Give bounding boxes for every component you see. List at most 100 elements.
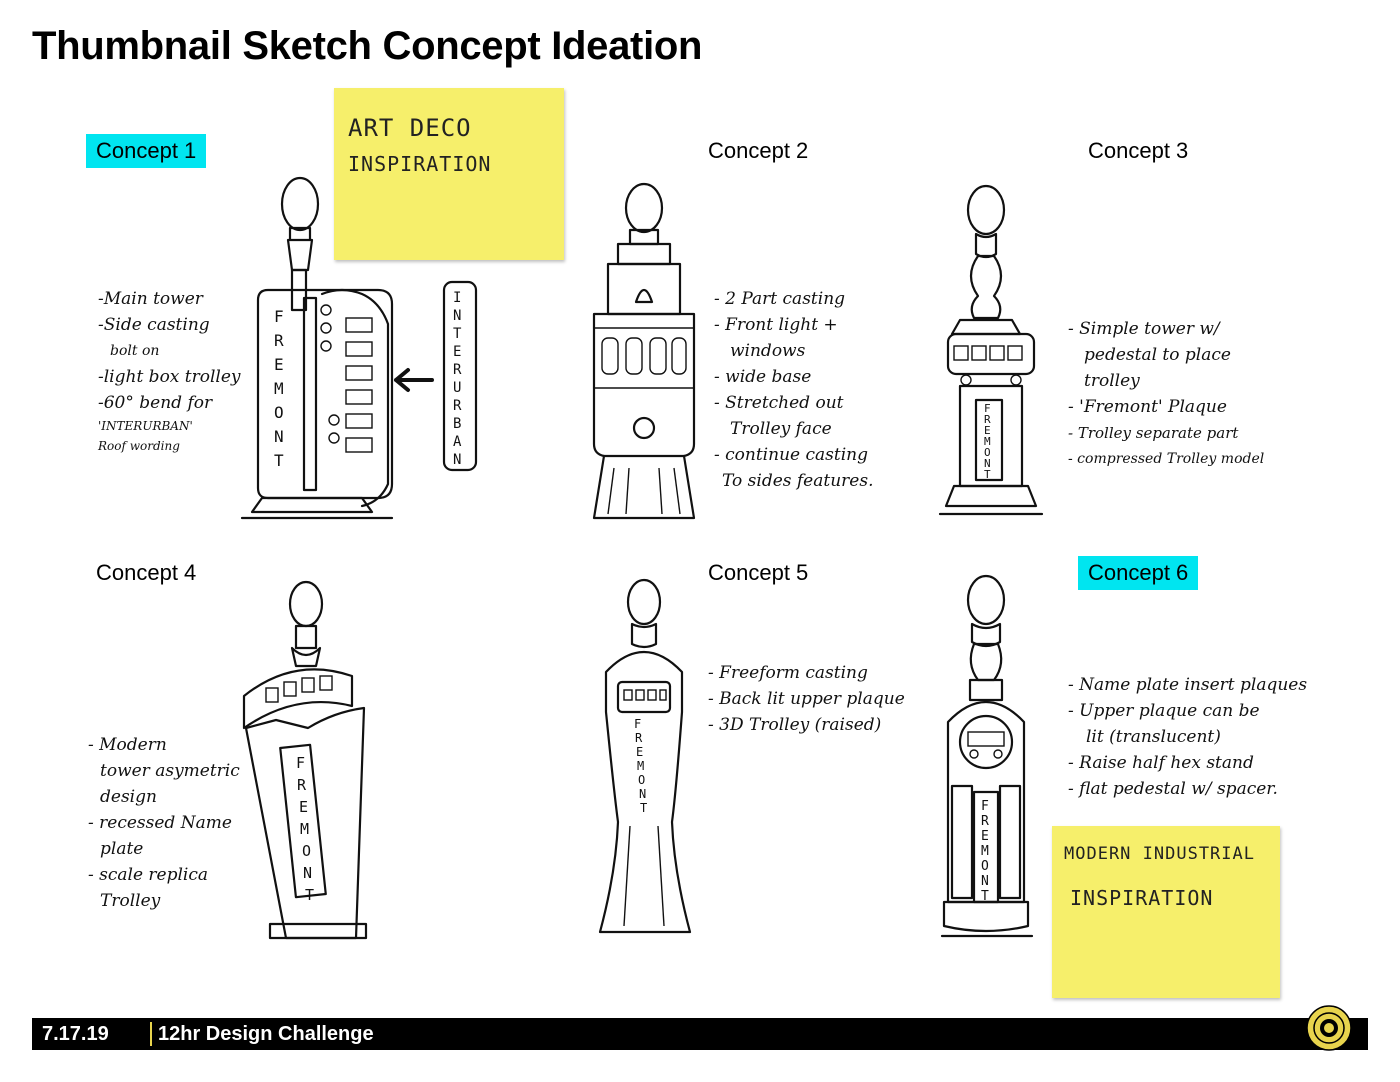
- fremont-letter: O: [638, 773, 645, 787]
- fremont-letter: F: [296, 754, 305, 772]
- interurban-letter: A: [453, 434, 462, 450]
- fremont-letter: R: [981, 814, 989, 829]
- fremont-letter: T: [984, 468, 991, 481]
- concept-3-label: Concept 3: [1088, 138, 1189, 163]
- fremont-letter: R: [274, 331, 284, 350]
- fremont-letter: R: [984, 413, 991, 426]
- note-item: tower asymetric: [100, 761, 240, 781]
- note-item: - 3D Trolley (raised): [708, 715, 882, 735]
- footer-separator: [150, 1022, 152, 1046]
- concept-2-notes: - 2 Part casting - Front light + windows…: [714, 286, 873, 494]
- concept-1-notes: -Main tower -Side casting bolt on -light…: [98, 286, 241, 456]
- fremont-letter: O: [274, 403, 284, 422]
- fremont-letter: N: [984, 457, 991, 470]
- note-item: - scale replica: [88, 865, 209, 885]
- note-item: To sides features.: [722, 471, 874, 491]
- note-item: - wide base: [714, 367, 812, 387]
- fremont-letter: E: [299, 798, 308, 816]
- concept-2-sketch: [592, 182, 696, 520]
- fremont-letter: F: [634, 717, 641, 731]
- fremont-letter: N: [639, 787, 646, 801]
- fremont-letter: E: [274, 355, 284, 374]
- note-item: - Modern: [88, 735, 167, 755]
- concept-4-sketch: F R E M O N T: [242, 580, 368, 940]
- note-item: windows: [730, 341, 806, 361]
- fremont-letter: E: [984, 424, 991, 437]
- fremont-letter: F: [274, 307, 284, 326]
- note-item: Trolley face: [730, 419, 832, 439]
- fremont-letter: M: [984, 435, 991, 448]
- note-item: - Front light +: [714, 315, 838, 335]
- interurban-letter: T: [453, 326, 462, 342]
- note-item: trolley: [1084, 371, 1140, 391]
- note-item: - Raise half hex stand: [1068, 753, 1254, 773]
- interurban-letter: N: [453, 452, 461, 468]
- fremont-letter: T: [981, 889, 989, 904]
- concept-5-notes: - Freeform casting - Back lit upper plaq…: [708, 660, 905, 738]
- note-item: - Stretched out: [714, 393, 844, 413]
- fremont-letter: N: [303, 864, 312, 882]
- footer-date: 7.17.19: [42, 1023, 109, 1045]
- concept-4-notes: - Modern tower asymetric design - recess…: [88, 732, 240, 914]
- note-item: - Freeform casting: [708, 663, 868, 683]
- concept-6-notes: - Name plate insert plaques - Upper plaq…: [1068, 672, 1307, 802]
- note-item: pedestal to place: [1084, 345, 1231, 365]
- fremont-letter: O: [981, 859, 989, 874]
- note-item: - flat pedestal w/ spacer.: [1068, 779, 1278, 799]
- fremont-letter: E: [981, 829, 989, 844]
- note-item: - compressed Trolley model: [1068, 451, 1265, 467]
- fremont-letter: T: [305, 886, 314, 904]
- concept-5-label: Concept 5: [708, 560, 809, 585]
- sticky-modern-line-1: MODERN INDUSTRIAL: [1064, 844, 1255, 864]
- note-item: design: [100, 787, 157, 807]
- fremont-letter: E: [636, 745, 643, 759]
- fremont-letter: M: [300, 820, 309, 838]
- interurban-letter: U: [453, 380, 461, 396]
- concept-3-notes: - Simple tower w/ pedestal to place trol…: [1068, 316, 1264, 472]
- note-item: - 2 Part casting: [714, 289, 846, 309]
- fremont-letter: O: [302, 842, 311, 860]
- sticky-art-deco-line-2: INSPIRATION: [348, 152, 492, 176]
- note-item: -60° bend for: [98, 393, 213, 413]
- note-item: - Name plate insert plaques: [1068, 675, 1308, 695]
- sticky-modern-line-2: INSPIRATION: [1070, 886, 1214, 910]
- footer-event-title: 12hr Design Challenge: [158, 1023, 374, 1045]
- interurban-letter: I: [453, 290, 461, 306]
- concept-6-sketch: F R E M O N T: [940, 574, 1034, 938]
- interurban-letter: R: [453, 398, 462, 414]
- note-item: -Side casting: [98, 315, 210, 335]
- logo-badge-icon: [1306, 1005, 1352, 1051]
- interurban-letter: E: [453, 344, 461, 360]
- interurban-letter: R: [453, 362, 462, 378]
- note-item: Roof wording: [98, 439, 180, 453]
- concept-5-sketch: F R E M O N T: [598, 578, 692, 934]
- fremont-letter: T: [274, 451, 284, 470]
- fremont-letter: F: [984, 402, 991, 415]
- note-item: - Trolley separate part: [1068, 424, 1239, 442]
- fremont-letter: T: [640, 801, 647, 815]
- fremont-letter: N: [274, 427, 284, 446]
- sticky-note-modern-industrial: MODERN INDUSTRIAL INSPIRATION: [1052, 826, 1280, 998]
- footer-bar: 7.17.19 12hr Design Challenge: [32, 1018, 1368, 1050]
- page-title: Thumbnail Sketch Concept Ideation: [32, 24, 703, 68]
- fremont-letter: R: [635, 731, 643, 745]
- fremont-letter: M: [637, 759, 644, 773]
- note-item: plate: [100, 839, 144, 859]
- note-item: Trolley: [100, 891, 161, 911]
- concept-1-label: Concept 1: [86, 134, 207, 168]
- note-item: lit (translucent): [1086, 727, 1221, 747]
- concept-3-sketch: F R E M O N T: [938, 184, 1044, 516]
- note-item: - recessed Name: [88, 813, 232, 833]
- note-item: -light box trolley: [98, 367, 241, 387]
- concept-4-label: Concept 4: [96, 560, 197, 585]
- interurban-letter: N: [453, 308, 461, 324]
- fremont-letter: M: [274, 379, 284, 398]
- fremont-letter: N: [981, 874, 989, 889]
- note-item: -Main tower: [98, 289, 203, 309]
- fremont-letter: O: [984, 446, 991, 459]
- note-item: - Upper plaque can be: [1068, 701, 1260, 721]
- note-item: 'INTERURBAN': [98, 419, 193, 433]
- sticky-art-deco-line-1: ART DECO: [348, 114, 472, 142]
- fremont-letter: R: [297, 776, 307, 794]
- interurban-letter: B: [453, 416, 461, 432]
